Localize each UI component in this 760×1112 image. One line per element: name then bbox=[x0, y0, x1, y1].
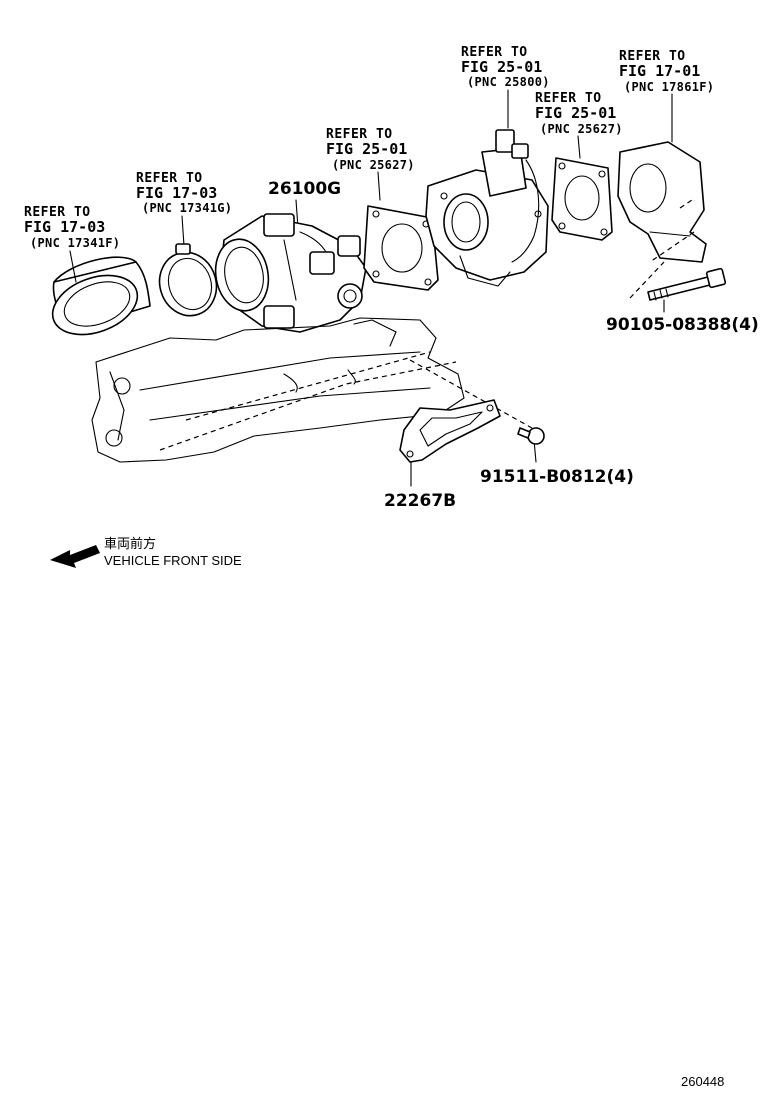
ref-refer: REFER TO bbox=[24, 205, 91, 220]
egr-gasket-right bbox=[551, 157, 613, 241]
ref-refer: REFER TO bbox=[461, 45, 528, 60]
part-label-bolt: 90105-08388(4) bbox=[606, 315, 759, 335]
bolt bbox=[647, 267, 727, 301]
ref-refer: REFER TO bbox=[136, 171, 203, 186]
ref-refer: REFER TO bbox=[326, 127, 393, 142]
assembly-lines bbox=[159, 231, 695, 451]
reference-callout-egr-gasket-left: REFER TO FIG 25-01 (PNC 25627) bbox=[326, 127, 415, 172]
reference-callout-hose-clamp: REFER TO FIG 17-03 (PNC 17341G) bbox=[136, 171, 232, 215]
reference-callout-intake-hose: REFER TO FIG 17-03 (PNC 17341F) bbox=[24, 205, 120, 250]
ref-pnc: (PNC 25627) bbox=[332, 158, 415, 172]
legend-english: VEHICLE FRONT SIDE bbox=[104, 553, 242, 568]
egr-valve bbox=[425, 129, 549, 287]
ref-pnc: (PNC 17341F) bbox=[30, 236, 120, 250]
part-label-gasket: 22267B bbox=[384, 491, 456, 511]
part-label-throttle-body: 26100G bbox=[268, 179, 341, 199]
throttle-gasket bbox=[399, 399, 501, 463]
screw bbox=[517, 427, 545, 445]
ref-pnc: (PNC 17861F) bbox=[624, 80, 714, 94]
legend-japanese: 車両前方 bbox=[104, 536, 156, 551]
ref-pnc: (PNC 17341G) bbox=[142, 201, 232, 215]
intake-hose bbox=[51, 256, 151, 336]
reference-callout-egr-gasket-right: REFER TO FIG 25-01 (PNC 25627) bbox=[535, 91, 623, 136]
ref-refer: REFER TO bbox=[535, 91, 602, 106]
ref-fig: FIG 17-03 bbox=[136, 184, 217, 202]
figure-code: 260448 bbox=[681, 1074, 724, 1089]
ref-fig: FIG 25-01 bbox=[326, 140, 407, 158]
ref-refer: REFER TO bbox=[619, 49, 686, 64]
ref-pnc: (PNC 25800) bbox=[467, 75, 550, 89]
intake-manifold bbox=[91, 317, 465, 463]
reference-callout-egr-valve: REFER TO FIG 25-01 (PNC 25800) bbox=[461, 45, 550, 89]
vehicle-front-legend: 車両前方 VEHICLE FRONT SIDE bbox=[50, 536, 242, 568]
ref-fig: FIG 25-01 bbox=[535, 104, 616, 122]
reference-callout-intake-pipe: REFER TO FIG 17-01 (PNC 17861F) bbox=[619, 49, 714, 94]
front-arrow-icon bbox=[50, 545, 100, 568]
ref-fig: FIG 17-03 bbox=[24, 218, 105, 236]
intake-pipe bbox=[617, 141, 707, 263]
ref-fig: FIG 17-01 bbox=[619, 62, 700, 80]
hose-clamp bbox=[158, 243, 218, 317]
throttle-body bbox=[214, 213, 367, 333]
part-label-screw: 91511-B0812(4) bbox=[480, 467, 634, 487]
ref-pnc: (PNC 25627) bbox=[540, 122, 623, 136]
ref-fig: FIG 25-01 bbox=[461, 58, 542, 76]
